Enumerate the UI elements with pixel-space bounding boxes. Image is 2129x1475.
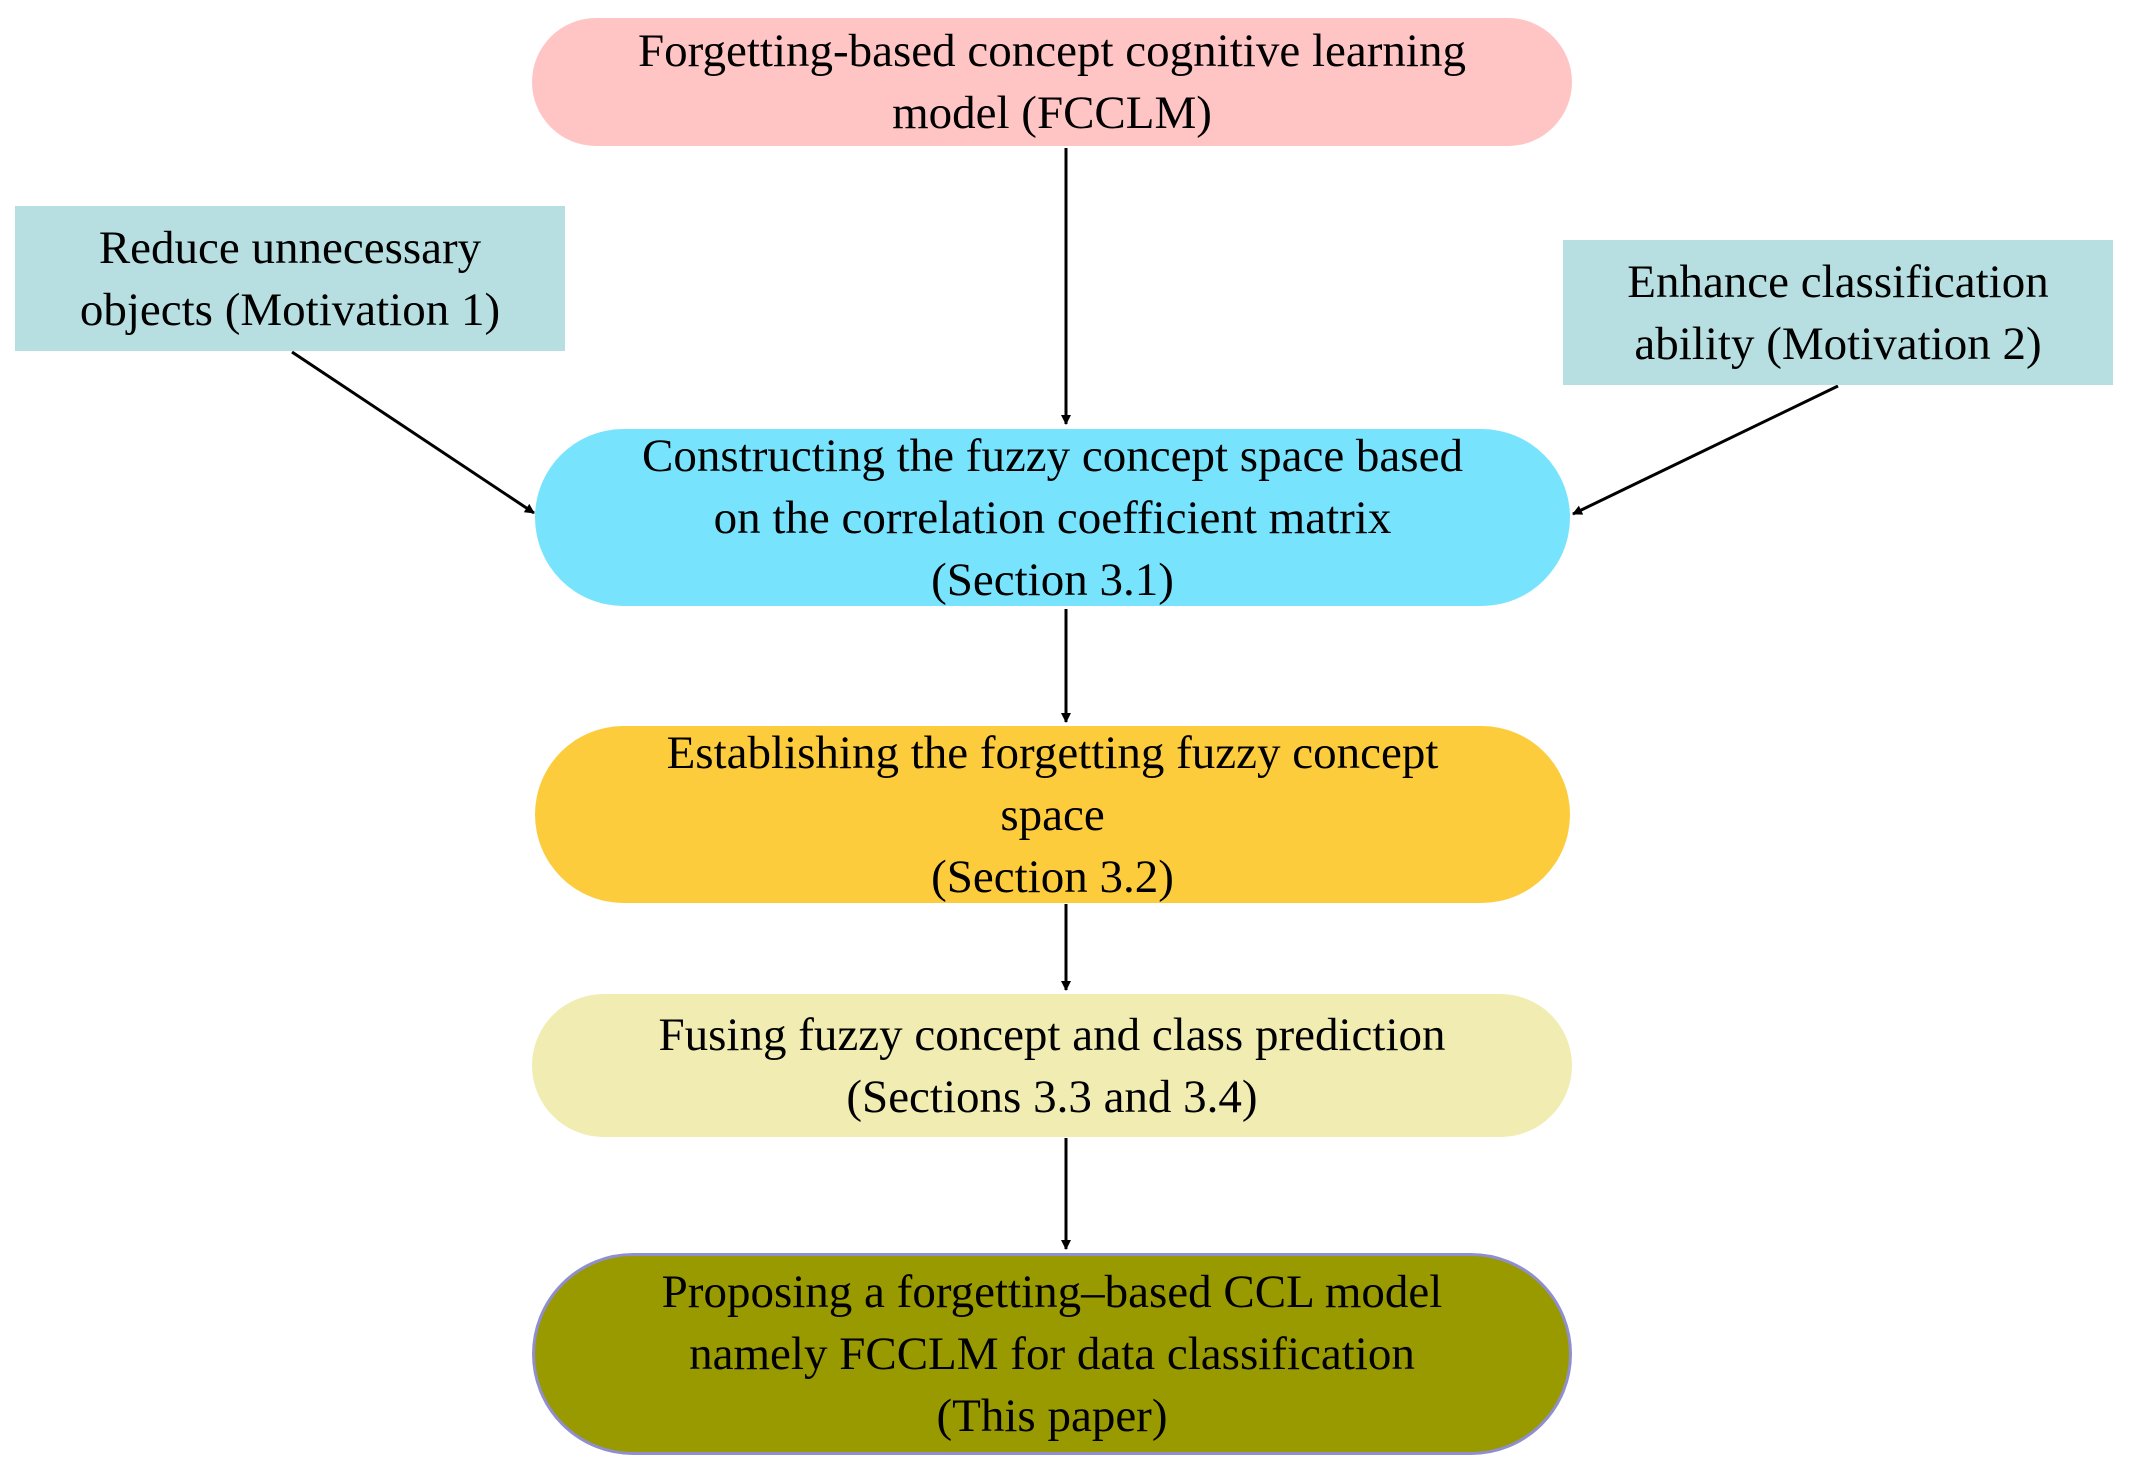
arrow-motivation1-to-section31 bbox=[291, 350, 535, 515]
node-section-3-2-line-2: space bbox=[1000, 788, 1105, 841]
node-fcclm-model-line-1: Forgetting-based concept cognitive learn… bbox=[638, 25, 1466, 77]
node-section-3-1-line-3: (Section 3.1) bbox=[931, 553, 1174, 606]
node-motivation-2-line-1: Enhance classification bbox=[1627, 255, 2049, 308]
node-sections-3-3-3-4-line-2: (Sections 3.3 and 3.4) bbox=[846, 1070, 1258, 1123]
node-section-3-1-line-2: on the correlation coefficient matrix bbox=[713, 491, 1392, 544]
node-fcclm-model-line-2: model (FCCLM) bbox=[892, 87, 1212, 139]
node-motivation-1-line-2: objects (Motivation 1) bbox=[79, 283, 501, 336]
node-this-paper-line-1: Proposing a forgetting–based CCL model bbox=[661, 1266, 1443, 1318]
node-section-3-2: Establishing the forgetting fuzzy concep… bbox=[535, 726, 1570, 903]
node-motivation-1: Reduce unnecessary objects (Motivation 1… bbox=[15, 206, 565, 351]
node-section-3-1: Constructing the fuzzy concept space bas… bbox=[535, 429, 1570, 606]
arrow-motivation2-to-section31 bbox=[1572, 384, 1839, 516]
node-sections-3-3-3-4-line-1: Fusing fuzzy concept and class predictio… bbox=[658, 1008, 1446, 1061]
node-section-3-1-line-1: Constructing the fuzzy concept space bas… bbox=[642, 429, 1463, 482]
node-section-3-2-line-1: Establishing the forgetting fuzzy concep… bbox=[666, 726, 1439, 779]
node-motivation-1-line-1: Reduce unnecessary bbox=[98, 221, 482, 274]
node-sections-3-3-3-4: Fusing fuzzy concept and class predictio… bbox=[532, 994, 1572, 1137]
node-motivation-2: Enhance classification ability (Motivati… bbox=[1563, 240, 2113, 385]
node-this-paper-line-3: (This paper) bbox=[936, 1390, 1168, 1442]
node-fcclm-model: Forgetting-based concept cognitive learn… bbox=[532, 18, 1572, 146]
node-motivation-2-line-2: ability (Motivation 2) bbox=[1634, 317, 2042, 370]
node-section-3-2-line-3: (Section 3.2) bbox=[931, 850, 1174, 903]
node-this-paper: Proposing a forgetting–based CCL model n… bbox=[532, 1253, 1572, 1455]
node-this-paper-line-2: namely FCCLM for data classification bbox=[689, 1328, 1415, 1380]
